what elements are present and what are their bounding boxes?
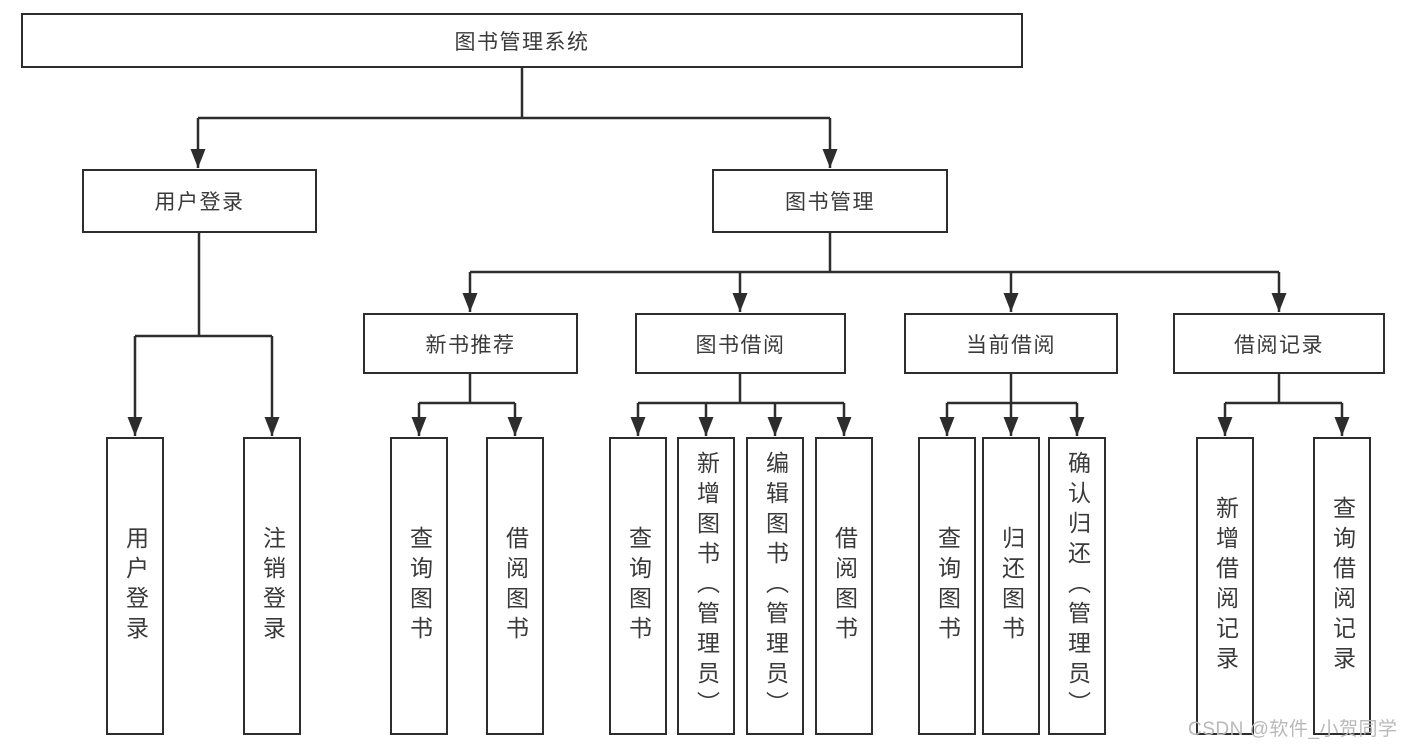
connectors-new-book-recommend-children — [411, 373, 523, 436]
leaf-label: 借阅图书 — [831, 526, 858, 646]
leaf-edit-book-admin: 编辑图书（管理员） — [746, 437, 804, 735]
leaf-label: 查询图书 — [406, 526, 433, 646]
leaf-add-borrow-record: 新增借阅记录 — [1196, 437, 1254, 735]
node-user-login: 用户登录 — [82, 169, 317, 233]
leaf-label: 查询图书 — [625, 526, 652, 646]
leaf-label: 借阅图书 — [502, 526, 529, 646]
leaf-confirm-return-admin: 确认归还（管理员） — [1048, 437, 1106, 735]
connectors-current-borrow-children — [939, 373, 1085, 436]
leaf-query-book-current: 查询图书 — [918, 437, 976, 735]
node-new-book-recommend: 新书推荐 — [363, 313, 578, 374]
leaf-add-book-admin: 新增图书（管理员） — [677, 437, 735, 735]
connectors-borrow-records-children — [1217, 373, 1350, 436]
connectors-user-login-children — [127, 233, 280, 436]
connectors-root-to-level2 — [190, 68, 838, 168]
leaf-query-borrow-record: 查询借阅记录 — [1313, 437, 1371, 735]
leaf-label: 用户登录 — [122, 526, 149, 646]
leaf-borrow-book: 借阅图书 — [815, 437, 873, 735]
node-current-borrow: 当前借阅 — [904, 313, 1118, 374]
leaf-label: 注销登录 — [259, 526, 286, 646]
node-book-borrow: 图书借阅 — [635, 313, 846, 374]
leaf-label: 新增图书（管理员） — [693, 451, 720, 721]
leaf-label: 确认归还（管理员） — [1064, 451, 1091, 721]
leaf-query-book-borrow: 查询图书 — [609, 437, 667, 735]
node-book-management: 图书管理 — [712, 169, 948, 233]
node-library-management-system: 图书管理系统 — [21, 13, 1023, 68]
node-borrow-records: 借阅记录 — [1173, 313, 1385, 374]
leaf-return-book: 归还图书 — [982, 437, 1040, 735]
leaf-label: 归还图书 — [998, 526, 1025, 646]
connectors-book-management-children — [462, 233, 1287, 312]
leaf-label: 查询借阅记录 — [1329, 496, 1356, 676]
leaf-borrow-book-recommend: 借阅图书 — [486, 437, 544, 735]
leaf-logout: 注销登录 — [243, 437, 301, 735]
leaf-query-book-recommend: 查询图书 — [390, 437, 448, 735]
leaf-label: 新增借阅记录 — [1212, 496, 1239, 676]
connectors-book-borrow-children — [630, 373, 852, 436]
leaf-user-login: 用户登录 — [106, 437, 164, 735]
leaf-label: 查询图书 — [934, 526, 961, 646]
leaf-label: 编辑图书（管理员） — [762, 451, 789, 721]
csdn-watermark: CSDN @软件_小贺同学 — [1188, 719, 1398, 740]
